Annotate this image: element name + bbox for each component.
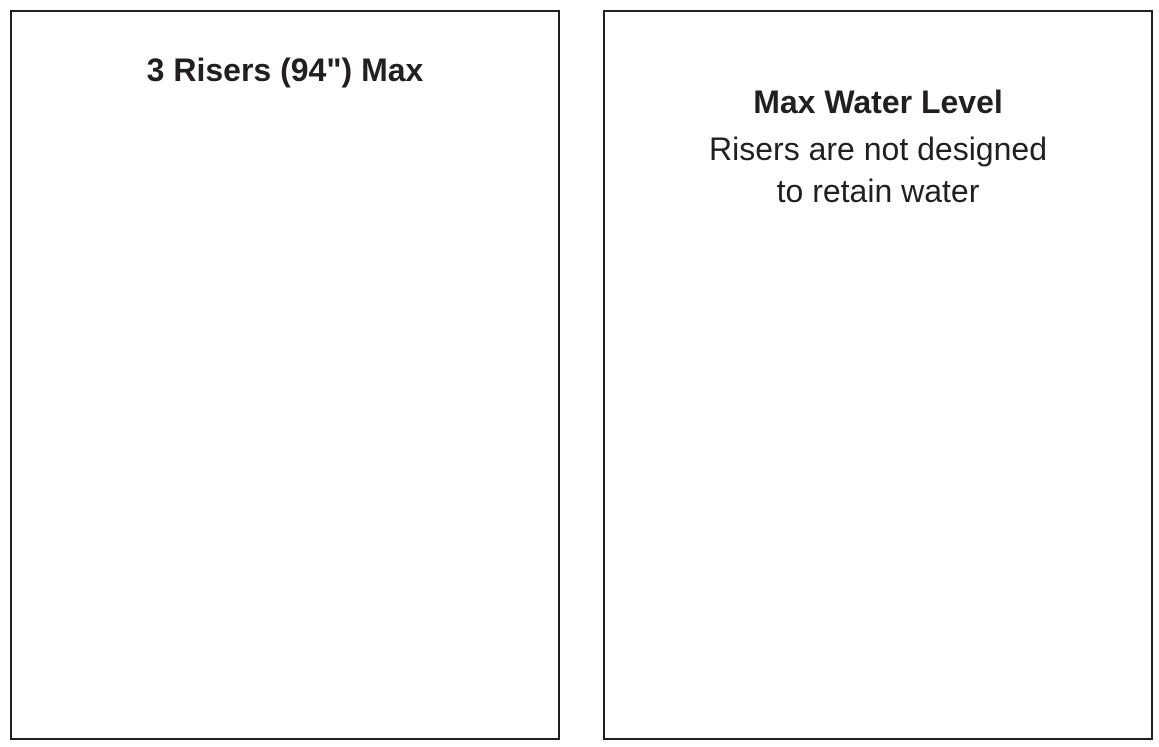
right-panel: Max Water Level Risers are not designed … [603,10,1153,740]
right-panel-title: Max Water Level [753,84,1003,120]
right-panel-subtitle-line1: Risers are not designed [709,131,1047,167]
right-panel-subtitle-line2: to retain water [776,173,980,209]
left-panel-title: 3 Risers (94") Max [146,52,424,88]
left-panel: 3 Risers (94") Max [10,10,560,740]
right-panel-subtitle: Risers are not designed to retain water [605,128,1151,212]
